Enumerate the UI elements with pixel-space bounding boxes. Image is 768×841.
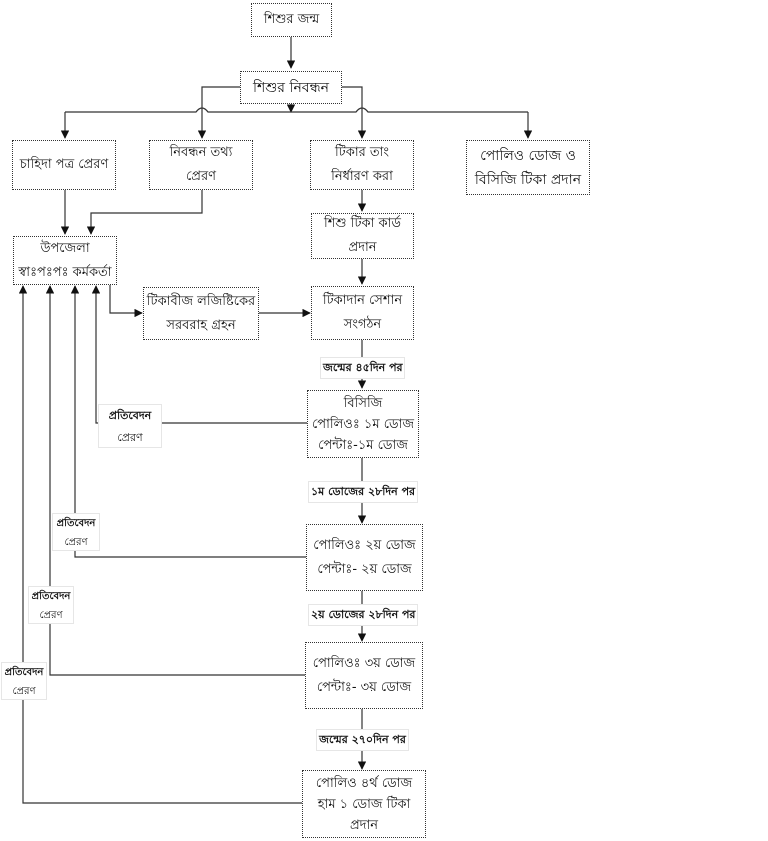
node-dose2: পোলিওঃ ২য় ডোজ পেন্টাঃ- ২য় ডোজ [306, 524, 423, 591]
node-session-line1: টিকাদান সেশান [322, 293, 403, 308]
distribution-bus [65, 107, 528, 113]
node-dose2-line2: পেন্টাঃ- ২য় ডোজ [317, 561, 412, 577]
interval-label-dose2-28-days: ২য় ডোজের ২৮দিন পর [308, 604, 418, 626]
report-label-dose1: প্রতিবেদন প্রেরণ [98, 404, 162, 448]
node-birth-text: শিশুর জন্ম [263, 12, 320, 27]
report-label-dose4-line1: প্রতিবেদন [4, 667, 44, 678]
report-line-dose2 [70, 285, 307, 558]
node-registration-info-line1: নিবন্ধন তথ্য [169, 145, 233, 160]
arrow-registration-to-vaccine-date [342, 86, 367, 139]
report-label-dose1-line1: প্রতিবেদন [108, 409, 152, 422]
report-line-dose4 [18, 285, 302, 804]
report-label-dose1-line2: প্রেরণ [117, 431, 143, 444]
node-polio-bcg-line1: পোলিও ডোজ ও [480, 147, 576, 164]
node-dose2-line1: পোলিওঃ ২য় ডোজ [313, 537, 416, 553]
node-session: টিকাদান সেশান সংগঠন [311, 286, 414, 340]
node-polio-bcg-line2: বিসিজি টিকা প্রদান [474, 171, 582, 188]
node-dose3-line1: পোলিওঃ ৩য় ডোজ [312, 655, 416, 671]
node-session-line2: সংগঠন [343, 317, 382, 332]
node-dose3: পোলিওঃ ৩য় ডোজ পেন্টাঃ- ৩য় ডোজ [305, 642, 423, 709]
node-dose1-line3: পেন্টাঃ-১ম ডোজ [318, 437, 408, 453]
node-vaccine-card-line1: শিশু টিকা কার্ড [324, 216, 401, 231]
node-upazila-officer: উপজেলা স্বাঃপঃপঃ কর্মকর্তা [13, 236, 117, 285]
node-vaccine-card: শিশু টিকা কার্ড প্রদান [311, 213, 414, 259]
arrow-registration-to-info [197, 86, 240, 139]
report-line-dose1 [91, 285, 307, 424]
node-registration: শিশুর নিবন্ধন [240, 71, 342, 104]
interval-label-45-days: জন্মের ৪৫দিন পর [320, 357, 405, 379]
node-demand-letter: চাহিদা পত্র প্রেরণ [12, 140, 116, 190]
report-label-dose3-line1: প্রতিবেদন [31, 591, 71, 602]
node-vaccine-date-line1: টিকার তাং [334, 145, 390, 160]
node-upazila-officer-line2: স্বাঃপঃপঃ কর্মকর্তা [18, 264, 112, 280]
node-demand-letter-text: চাহিদা পত্র প্রেরণ [19, 157, 109, 172]
arrow-info-to-upazila [86, 190, 203, 235]
node-logistics: টিকাবীজ লজিষ্টিকের সরবরাহ গ্রহন [143, 287, 259, 340]
report-label-dose3: প্রতিবেদন প্রেরণ [28, 586, 74, 624]
node-birth: শিশুর জন্ম [251, 3, 332, 37]
node-logistics-line2: সরবরাহ গ্রহন [166, 317, 236, 333]
arrow-upazila-to-logistics [109, 285, 143, 318]
report-label-dose3-line2: প্রেরণ [39, 610, 63, 621]
node-polio-bcg: পোলিও ডোজ ও বিসিজি টিকা প্রদান [466, 140, 590, 195]
node-dose3-line2: পেন্টাঃ- ৩য় ডোজ [316, 679, 412, 695]
node-vaccine-date-line2: নির্ধারণ করা [331, 169, 393, 184]
node-logistics-line1: টিকাবীজ লজিষ্টিকের [146, 293, 256, 309]
node-dose1: বিসিজি পোলিওঃ ১ম ডোজ পেন্টাঃ-১ম ডোজ [307, 390, 419, 458]
report-label-dose4-line2: প্রেরণ [12, 686, 36, 697]
node-dose1-line1: বিসিজি [343, 395, 383, 411]
node-registration-info-line2: প্রেরণ [186, 169, 216, 184]
interval-label-dose1-28-days: ১ম ডোজের ২৮দিন পর [308, 481, 418, 503]
node-dose1-line2: পোলিওঃ ১ম ডোজ [312, 416, 414, 432]
report-line-dose3 [45, 285, 307, 676]
node-vaccine-date: টিকার তাং নির্ধারণ করা [310, 140, 414, 190]
node-vaccine-card-line2: প্রদান [348, 240, 377, 255]
report-label-dose4: প্রতিবেদন প্রেরণ [1, 662, 47, 700]
node-dose4-line3: প্রদান [349, 817, 379, 833]
node-dose4: পোলিও ৪র্থ ডোজ হাম ১ ডোজ টিকা প্রদান [302, 770, 426, 838]
node-registration-text: শিশুর নিবন্ধন [252, 79, 330, 96]
node-dose4-line2: হাম ১ ডোজ টিকা [317, 796, 411, 812]
node-dose4-line1: পোলিও ৪র্থ ডোজ [315, 775, 413, 791]
report-label-dose2-line2: প্রেরণ [64, 537, 88, 548]
interval-label-270-days: জন্মের ২৭০দিন পর [316, 729, 409, 751]
node-upazila-officer-line1: উপজেলা [40, 240, 90, 256]
node-registration-info: নিবন্ধন তথ্য প্রেরণ [149, 140, 253, 190]
report-label-dose2-line1: প্রতিবেদন [56, 518, 96, 529]
report-label-dose2: প্রতিবেদন প্রেরণ [52, 513, 100, 551]
